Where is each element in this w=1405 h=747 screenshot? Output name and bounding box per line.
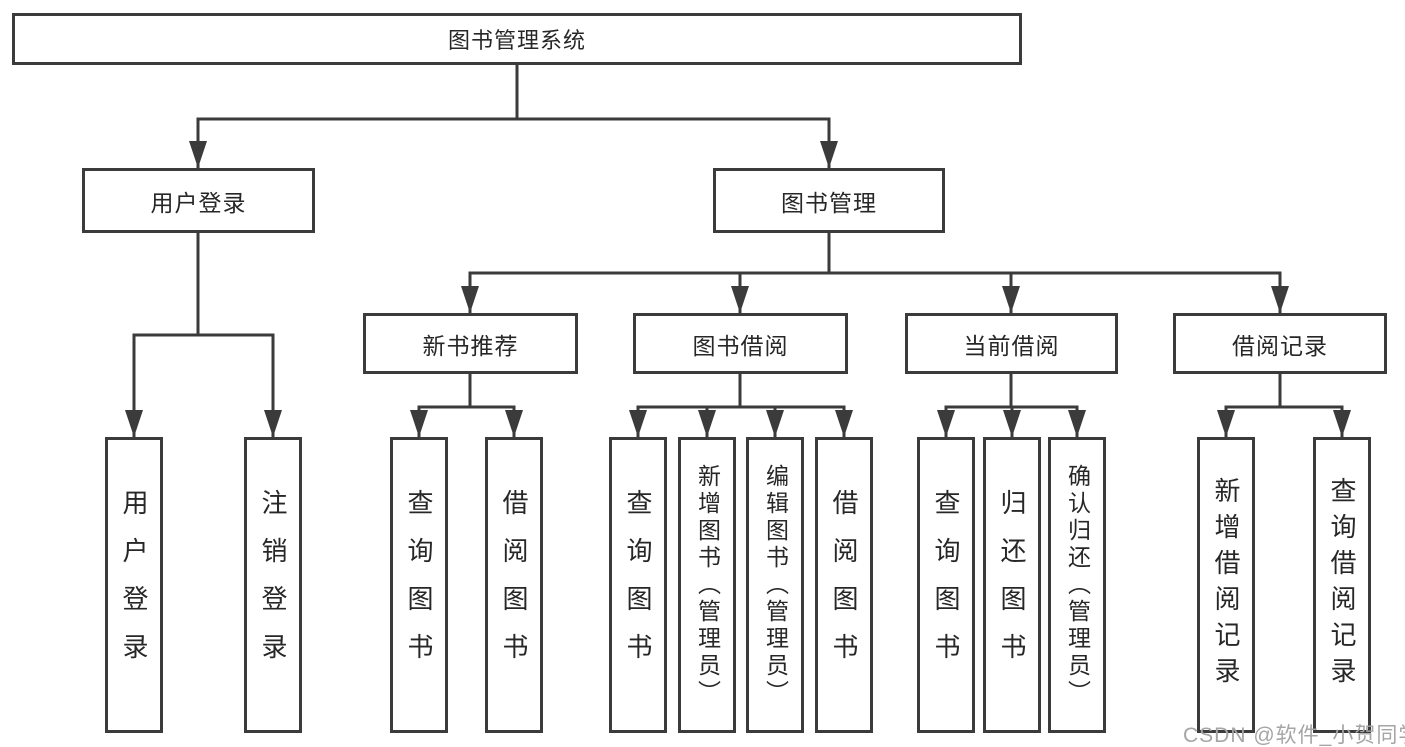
node-edit-book-admin: 编辑图书（管理员） [746,437,804,733]
arrow-down-icon [410,410,428,437]
node-logout: 注销登录 [244,437,302,733]
arrow-down-icon [698,410,716,437]
arrow-down-icon [264,410,282,437]
arrow-down-icon [629,410,647,437]
arrow-down-icon [125,410,143,437]
arrow-down-icon [766,410,784,437]
node-book-management-branch: 图书管理 [713,168,945,233]
node-new-book-recommend: 新书推荐 [363,313,578,374]
arrow-down-icon [1068,410,1086,437]
node-book-borrowing: 图书借阅 [633,313,848,374]
connector-level3-split [468,271,1282,313]
arrow-down-icon [1002,286,1020,313]
node-current-borrowing: 当前借阅 [905,313,1118,374]
connector-userlogin-split [132,333,275,437]
arrow-down-icon [189,141,207,168]
arrow-down-icon [731,286,749,313]
arrow-down-icon [1217,410,1235,437]
node-add-book-admin: 新增图书（管理员） [678,437,736,733]
node-query-borrow-record: 查询借阅记录 [1313,437,1371,733]
connector-newrec-split [417,405,516,437]
node-user-login-branch: 用户登录 [82,168,315,233]
node-query-books-borrowing: 查询图书 [609,437,667,733]
connector-level2-split [196,117,831,168]
node-borrow-books: 借阅图书 [815,437,873,733]
node-borrow-records: 借阅记录 [1173,313,1387,374]
node-add-borrow-record: 新增借阅记录 [1197,437,1255,733]
arrow-down-icon [1333,410,1351,437]
node-confirm-return-admin: 确认归还（管理员） [1048,437,1106,733]
node-user-login: 用户登录 [105,437,163,733]
csdn-watermark: CSDN @软件_小贺同学 [1183,724,1405,747]
arrow-down-icon [937,410,955,437]
arrow-down-icon [1271,286,1289,313]
arrow-down-icon [820,141,838,168]
arrow-down-icon [505,410,523,437]
arrow-down-icon [461,286,479,313]
arrow-down-icon [1003,410,1021,437]
connector-borrow-split [636,405,846,437]
node-library-management-system: 图书管理系统 [12,13,1022,65]
arrow-down-icon [835,410,853,437]
node-query-books-current: 查询图书 [917,437,975,733]
connector-records-split [1224,405,1344,437]
node-query-books-recommend: 查询图书 [390,437,448,733]
node-borrow-books-recommend: 借阅图书 [485,437,543,733]
node-return-books: 归还图书 [983,437,1041,733]
